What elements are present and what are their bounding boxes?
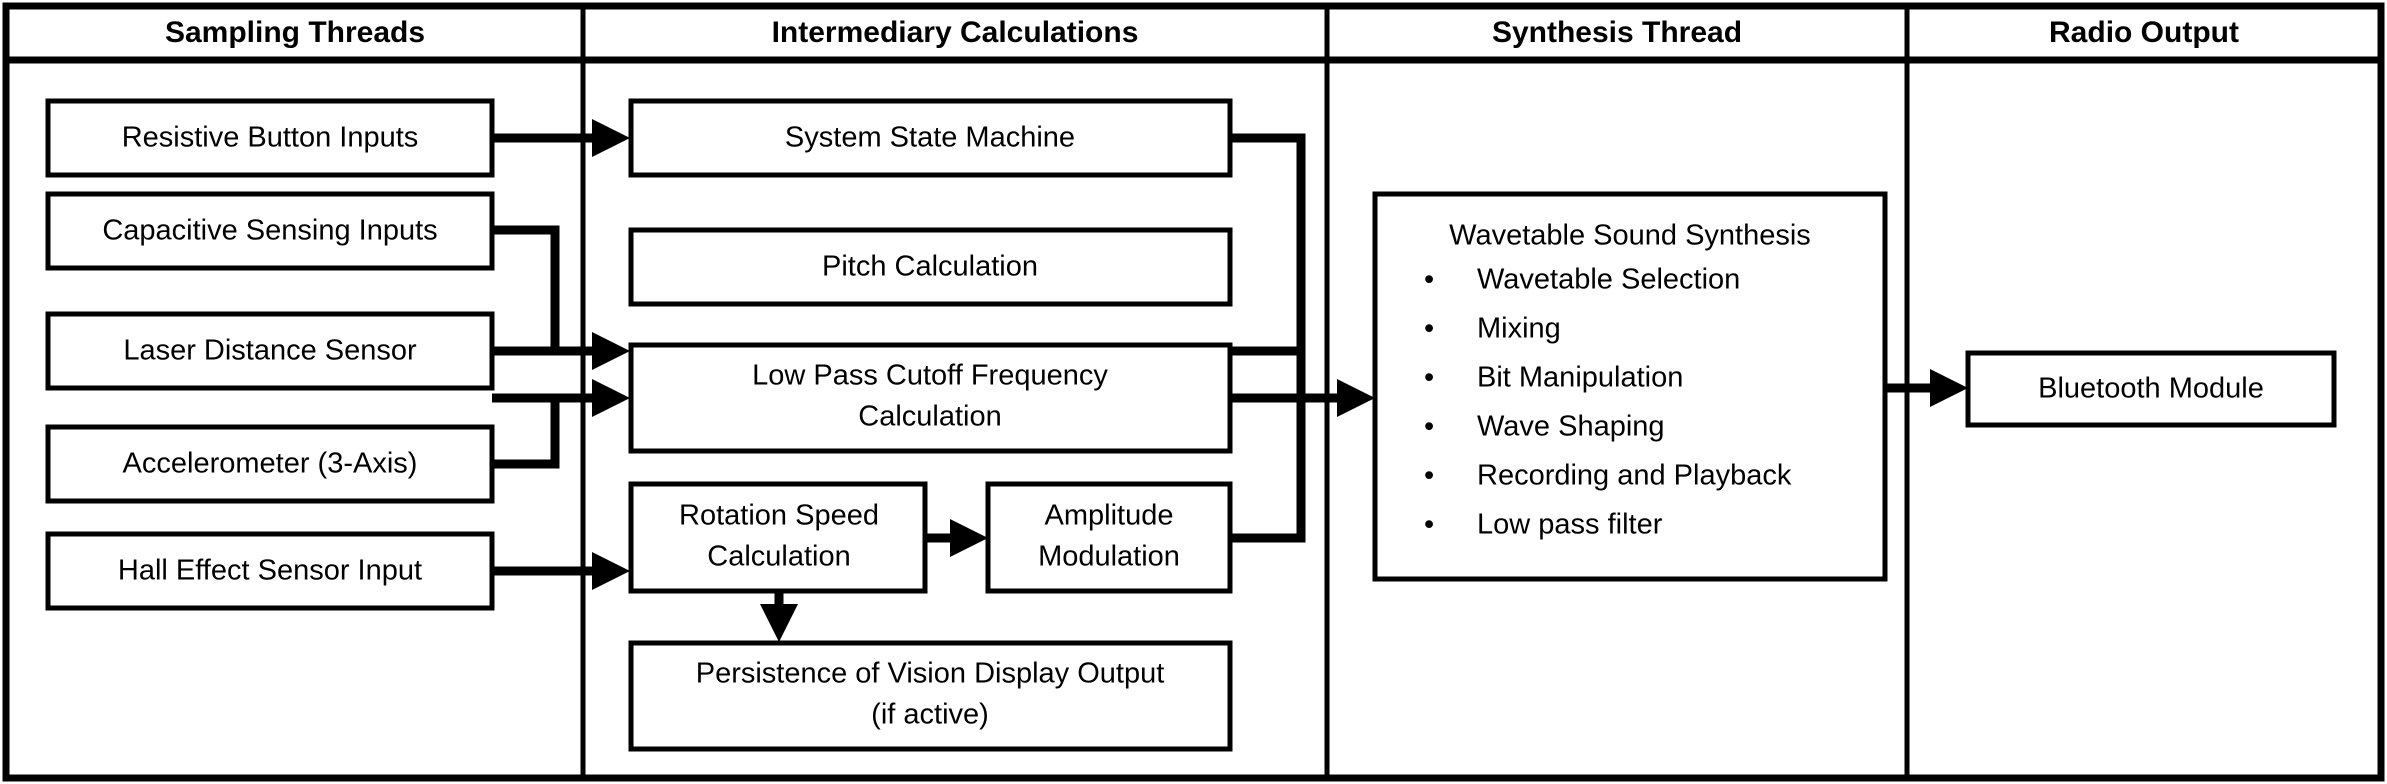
node-capacitive-sensing-inputs[interactable]: Capacitive Sensing Inputs (45, 191, 495, 271)
node-label: Capacitive Sensing Inputs (102, 215, 437, 247)
arrowhead-icon (592, 552, 630, 590)
connector-rotation-to-amplitude (925, 519, 988, 557)
wavetable-synthesis-title: Wavetable Sound Synthesis (1449, 220, 1811, 252)
node-accelerometer-3-axis[interactable]: Accelerometer (3-Axis) (45, 424, 495, 504)
arrowhead-icon (592, 332, 630, 370)
list-item-label: Wave Shaping (1477, 411, 1665, 443)
node-hall-effect-sensor-input[interactable]: Hall Effect Sensor Input (45, 531, 495, 611)
bullet-point-icon: • (1424, 313, 1434, 345)
list-item: • Recording and Playback (1424, 460, 1792, 492)
node-label-line-2: Calculation (707, 541, 850, 573)
list-item: • Mixing (1424, 313, 1561, 345)
connector-resistive-to-state-machine (492, 119, 630, 157)
node-label: Hall Effect Sensor Input (118, 555, 422, 587)
node-label-line-2: Calculation (858, 401, 1001, 433)
node-label-line-1: Rotation Speed (679, 500, 879, 532)
node-rotation-speed-calculation[interactable]: Rotation Speed Calculation (628, 481, 928, 594)
node-label: Resistive Button Inputs (122, 122, 419, 154)
node-label-line-1: Persistence of Vision Display Output (696, 658, 1165, 690)
connector-bus-to-wavetable-synthesis (1230, 133, 1375, 543)
connector-laser-accelerometer-to-lowpass (492, 379, 630, 469)
node-amplitude-modulation[interactable]: Amplitude Modulation (985, 481, 1233, 594)
arrowhead-icon (950, 519, 988, 557)
column-header-sampling-threads: Sampling Threads (165, 16, 425, 49)
node-label: Bluetooth Module (2038, 373, 2264, 405)
connector-wavetable-to-bluetooth (1885, 369, 1968, 407)
connector-rotation-to-pov (760, 591, 798, 642)
column-header-intermediary-calculations: Intermediary Calculations (772, 16, 1139, 49)
list-item-label: Recording and Playback (1477, 460, 1792, 492)
node-label-line-2: (if active) (871, 699, 989, 731)
arrowhead-icon (1930, 369, 1968, 407)
node-label: Accelerometer (3-Axis) (123, 448, 418, 480)
node-laser-distance-sensor[interactable]: Laser Distance Sensor (45, 311, 495, 391)
list-item-label: Bit Manipulation (1477, 362, 1683, 394)
node-persistence-of-vision-display-output[interactable]: Persistence of Vision Display Output (if… (628, 640, 1233, 752)
list-item: • Wave Shaping (1424, 411, 1665, 443)
list-item-label: Wavetable Selection (1477, 264, 1740, 296)
bullet-point-icon: • (1424, 362, 1434, 394)
bullet-point-icon: • (1424, 509, 1434, 541)
node-label-line-1: Amplitude (1045, 500, 1174, 532)
list-item-label: Mixing (1477, 313, 1561, 345)
arrowhead-icon (592, 379, 630, 417)
node-wavetable-sound-synthesis[interactable]: Wavetable Sound Synthesis • Wavetable Se… (1372, 191, 1888, 582)
node-low-pass-cutoff-frequency-calculation[interactable]: Low Pass Cutoff Frequency Calculation (628, 342, 1233, 454)
node-label: Pitch Calculation (822, 251, 1038, 283)
wavetable-bullet-list: • Wavetable Selection • Mixing • Bit Man… (1424, 264, 1792, 541)
node-label-line-2: Modulation (1038, 541, 1180, 573)
arrowhead-icon (1337, 379, 1375, 417)
node-label: Laser Distance Sensor (123, 335, 417, 367)
arrowhead-icon (592, 119, 630, 157)
bullet-point-icon: • (1424, 411, 1434, 443)
list-item: • Wavetable Selection (1424, 264, 1740, 296)
list-item-label: Low pass filter (1477, 509, 1663, 541)
column-header-radio-output: Radio Output (2049, 16, 2239, 49)
bullet-point-icon: • (1424, 264, 1434, 296)
node-label: System State Machine (785, 122, 1075, 154)
node-label-line-1: Low Pass Cutoff Frequency (752, 360, 1108, 392)
node-pitch-calculation[interactable]: Pitch Calculation (628, 227, 1233, 307)
node-bluetooth-module[interactable]: Bluetooth Module (1965, 350, 2337, 428)
arrowhead-icon (760, 604, 798, 642)
connector-capacitive-laser-to-pitch (492, 225, 630, 370)
node-system-state-machine[interactable]: System State Machine (628, 98, 1233, 178)
list-item: • Low pass filter (1424, 509, 1663, 541)
list-item: • Bit Manipulation (1424, 362, 1683, 394)
node-resistive-button-inputs[interactable]: Resistive Button Inputs (45, 98, 495, 178)
bullet-point-icon: • (1424, 460, 1434, 492)
connector-hall-to-rotation-speed (492, 552, 630, 590)
column-header-synthesis-thread: Synthesis Thread (1492, 16, 1742, 49)
